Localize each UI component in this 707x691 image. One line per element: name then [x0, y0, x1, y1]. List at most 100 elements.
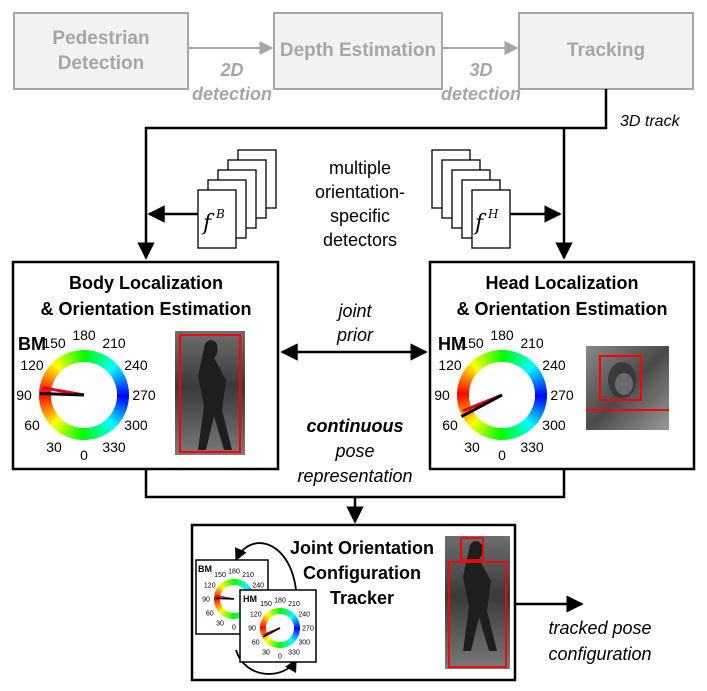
dial-segment [290, 614, 296, 620]
dial-segment [52, 361, 63, 372]
dial-segment [457, 401, 471, 407]
dial-segment [113, 408, 126, 416]
dial-segment [288, 612, 294, 618]
dial-segment [234, 579, 237, 586]
dial-segment [103, 358, 113, 370]
dial-segment [268, 639, 273, 646]
dial-segment [40, 403, 53, 409]
dial-segment [276, 641, 279, 648]
dial-segment [236, 612, 239, 619]
dial-tick-label: 300 [124, 417, 148, 433]
dial-segment [273, 608, 277, 615]
dial-segment [87, 350, 92, 363]
dial-segment [97, 353, 105, 366]
dial-segment [114, 376, 127, 384]
dial-segment [293, 625, 300, 628]
dial-segment [292, 618, 299, 623]
dial-segment [272, 641, 276, 648]
dial-segment [95, 425, 103, 438]
dial-segment [282, 641, 286, 648]
dial-segment [109, 414, 121, 424]
dial-segment [290, 615, 297, 620]
dial-segment [282, 641, 285, 648]
dial-segment [518, 422, 527, 435]
dial-tick-label: 30 [262, 650, 270, 657]
dial-segment [101, 357, 111, 369]
tracker-title-line3: Tracker [330, 588, 394, 608]
dial-segment [503, 427, 507, 440]
dial-segment [63, 424, 71, 437]
dial-segment [290, 636, 296, 642]
dial-segment [275, 608, 278, 615]
track-3d-label: 3D track [620, 113, 681, 130]
dial-segment [240, 581, 245, 587]
dial-segment [51, 418, 62, 429]
dial-segment [278, 608, 281, 615]
dial-segment [238, 579, 242, 586]
dial-segment [41, 376, 54, 384]
dial-segment [110, 412, 122, 422]
dial-segment [290, 636, 297, 641]
dial-segment [460, 408, 473, 416]
dial-segment [269, 610, 274, 617]
dial-segment [506, 427, 512, 440]
dial-segment [291, 635, 297, 640]
dial-segment [284, 608, 288, 615]
dial-segment [104, 419, 115, 431]
dial-segment [260, 621, 267, 625]
dial-segment [261, 618, 268, 623]
dial-segment [107, 417, 118, 428]
label-3d: 3D [469, 60, 492, 80]
dial-segment [479, 423, 488, 436]
dial-segment [473, 420, 483, 432]
dial-tick-label: 300 [298, 639, 310, 646]
head-filter-superscript: H [487, 207, 499, 221]
dial-segment [265, 613, 271, 619]
dial-segment [510, 351, 517, 364]
dial-segment [457, 382, 471, 389]
dial-tick-label: 60 [252, 639, 260, 646]
dial-segment [487, 426, 494, 439]
dial-segment [507, 350, 512, 363]
dial-segment [214, 603, 221, 607]
dial-segment [468, 362, 479, 373]
dial-segment [88, 427, 94, 440]
dial-segment [496, 427, 501, 440]
dial-segment [533, 401, 547, 408]
dial-segment [50, 362, 61, 373]
dial-segment [90, 350, 97, 364]
dial-segment [457, 394, 470, 398]
dial-segment [527, 414, 539, 424]
tracker-title-line1: Joint Orientation [290, 538, 434, 558]
dial-segment [231, 612, 234, 619]
dial-segment [83, 427, 87, 440]
dial-segment [108, 415, 119, 426]
dial-segment [264, 614, 270, 620]
head-filter-stack: f H [431, 149, 511, 249]
dial-segment [288, 638, 293, 645]
dial-segment [523, 418, 534, 429]
dial-segment [273, 641, 277, 648]
body-filter-stack: f B [197, 149, 277, 249]
dial-segment [534, 398, 547, 403]
dial-segment [111, 411, 123, 420]
dial-tick-label: 90 [434, 387, 450, 403]
dial-needle [214, 597, 235, 600]
dial-segment [270, 609, 275, 616]
dial-tick-label: 0 [80, 447, 88, 463]
representation-label: representation [297, 466, 412, 486]
dial-segment [293, 622, 300, 626]
dial-segment [459, 404, 472, 412]
dial-segment [292, 633, 299, 637]
dial-segment [218, 607, 224, 613]
dial-segment [61, 423, 70, 436]
dial-segment [226, 579, 230, 586]
dial-segment [460, 374, 473, 382]
pedestrian-detection-line2: Detection [58, 53, 145, 74]
dial-segment [531, 408, 544, 416]
dial-segment [481, 353, 489, 366]
dial-segment [237, 579, 241, 586]
dial-segment [526, 415, 537, 426]
